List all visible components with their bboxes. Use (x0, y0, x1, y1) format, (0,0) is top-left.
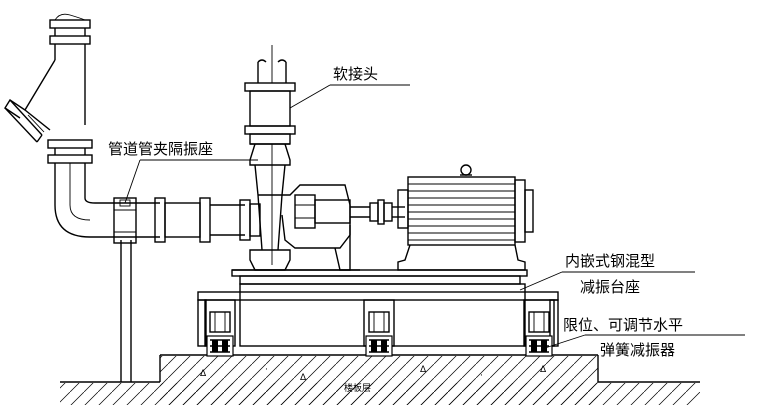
spring-isolator-middle (363, 299, 395, 357)
pipe-support-post (120, 240, 132, 382)
svg-text:ᐃ: ᐃ (540, 365, 547, 375)
label-base-line2: 减振台座 (580, 278, 640, 296)
shaft-coupling (369, 199, 405, 225)
floor-label: 楼板层 (344, 382, 371, 394)
label-soft-joint: 软接头 (333, 65, 378, 83)
label-base-line1: 内嵌式钢混型 (565, 252, 655, 270)
label-spring-line1: 限位、可调节水平 (563, 316, 683, 334)
motor (397, 164, 534, 271)
svg-text:ᐃ: ᐃ (420, 365, 427, 375)
svg-text:·: · (480, 371, 483, 381)
label-pipe-clamp-isolator: 管道管夹隔振座 (108, 140, 213, 158)
pipe-clamp-isolator (113, 197, 137, 244)
suction-piping (4, 13, 160, 238)
spring-isolator-right (523, 299, 555, 357)
label-spring-line2: 弹簧减振器 (600, 341, 675, 359)
inertia-base (197, 269, 559, 347)
floor-slab: ᐃ · ᐃ ᐃ · ᐃ 楼板层 (60, 354, 700, 405)
svg-text:·: · (265, 365, 268, 375)
pump (232, 184, 370, 271)
leader-lines (124, 84, 745, 349)
horizontal-flex-joint (154, 197, 261, 243)
svg-text:ᐃ: ᐃ (200, 369, 207, 379)
discharge-piping (244, 45, 296, 271)
svg-text:ᐃ: ᐃ (300, 373, 307, 383)
spring-isolator-left (204, 299, 236, 357)
